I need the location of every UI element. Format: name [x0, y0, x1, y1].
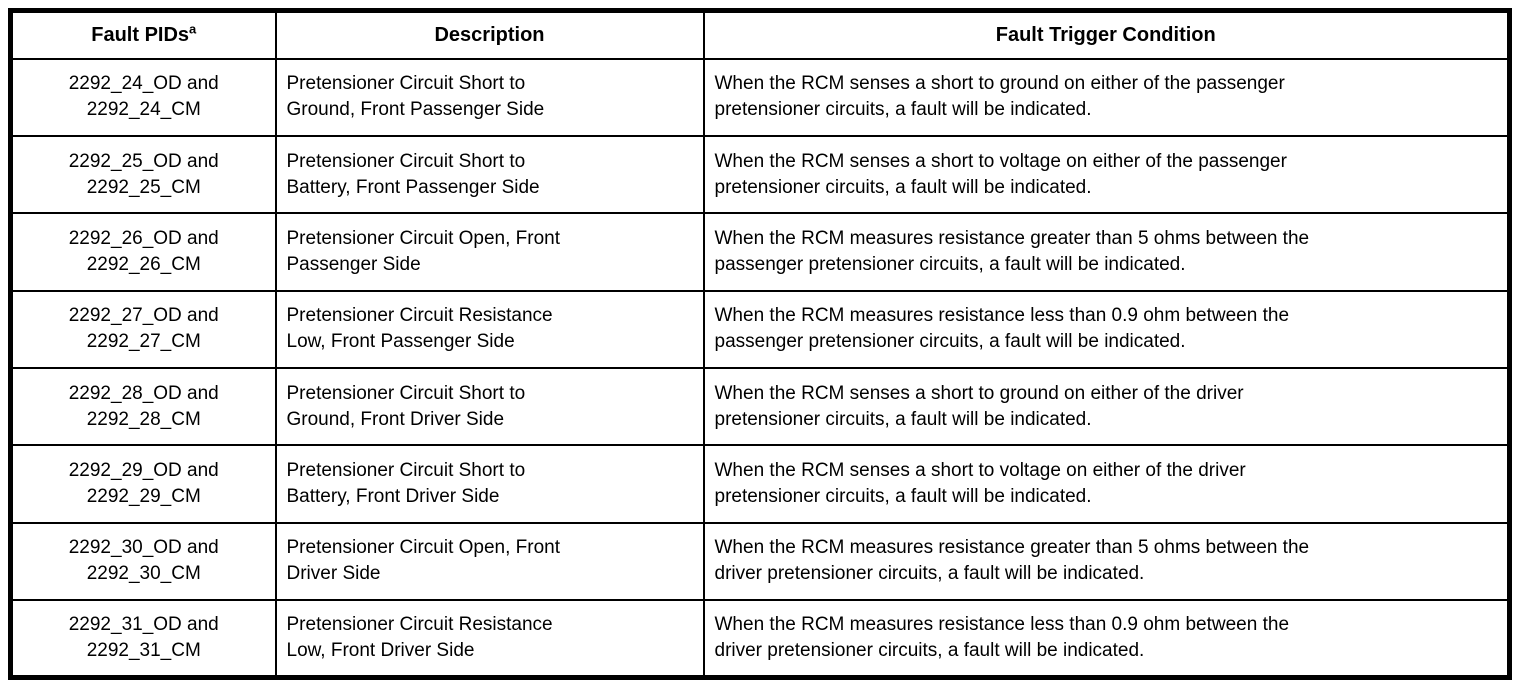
condition-cell: When the RCM measures resistance less th… [702, 289, 1511, 370]
fault-pid-table: Fault PIDsa Description Fault Trigger Co… [8, 8, 1512, 680]
condition-cell: When the RCM measures resistance greater… [702, 212, 1511, 292]
condition-text: When the RCM senses a short to ground on… [714, 73, 1285, 121]
condition-text: When the RCM measures resistance greater… [714, 227, 1310, 275]
description-text: Pretensioner Circuit Short to Ground, Fr… [286, 73, 545, 121]
pid-cell: 2292_25_OD and 2292_25_CM [9, 134, 277, 215]
pid-text: 2292_30_OD and 2292_30_CM [68, 537, 219, 585]
description-text: Pretensioner Circuit Resistance Low, Fro… [286, 305, 553, 353]
header-condition: Fault Trigger Condition [702, 9, 1511, 60]
condition-cell: When the RCM senses a short to ground on… [702, 366, 1511, 447]
pid-text: 2292_29_OD and 2292_29_CM [68, 460, 219, 508]
pid-cell: 2292_24_OD and 2292_24_CM [9, 57, 277, 137]
pid-cell: 2292_30_OD and 2292_30_CM [9, 521, 277, 602]
fault-pid-table-container: Fault PIDsa Description Fault Trigger Co… [8, 8, 1512, 680]
table-row: 2292_25_OD and 2292_25_CM Pretensioner C… [9, 134, 1511, 215]
pid-cell: 2292_26_OD and 2292_26_CM [9, 212, 277, 292]
description-text: Pretensioner Circuit Short to Battery, F… [286, 150, 540, 198]
description-text: Pretensioner Circuit Short to Battery, F… [286, 460, 526, 508]
pid-text: 2292_28_OD and 2292_28_CM [68, 382, 219, 430]
description-cell: Pretensioner Circuit Short to Ground, Fr… [274, 57, 705, 137]
pid-cell: 2292_29_OD and 2292_29_CM [9, 444, 277, 524]
pid-cell: 2292_28_OD and 2292_28_CM [9, 366, 277, 447]
condition-cell: When the RCM measures resistance greater… [702, 521, 1511, 602]
description-text: Pretensioner Circuit Resistance Low, Fro… [286, 614, 553, 662]
description-cell: Pretensioner Circuit Open, Front Passeng… [274, 212, 705, 292]
condition-text: When the RCM senses a short to ground on… [714, 382, 1244, 430]
description-cell: Pretensioner Circuit Short to Ground, Fr… [274, 366, 705, 447]
table-row: 2292_27_OD and 2292_27_CM Pretensioner C… [9, 289, 1511, 370]
description-cell: Pretensioner Circuit Open, Front Driver … [274, 521, 705, 602]
condition-text: When the RCM measures resistance less th… [714, 614, 1290, 662]
description-text: Pretensioner Circuit Short to Ground, Fr… [286, 382, 526, 430]
description-text: Pretensioner Circuit Open, Front Passeng… [286, 227, 561, 275]
description-cell: Pretensioner Circuit Short to Battery, F… [274, 444, 705, 524]
condition-text: When the RCM measures resistance less th… [714, 305, 1290, 353]
condition-cell: When the RCM measures resistance less th… [702, 599, 1511, 679]
pid-text: 2292_31_OD and 2292_31_CM [68, 614, 219, 662]
condition-text: When the RCM senses a short to voltage o… [714, 150, 1287, 198]
condition-cell: When the RCM senses a short to voltage o… [702, 444, 1511, 524]
header-description: Description [274, 9, 705, 60]
table-row: 2292_29_OD and 2292_29_CM Pretensioner C… [9, 444, 1511, 524]
pid-cell: 2292_31_OD and 2292_31_CM [9, 599, 277, 679]
table-row: 2292_26_OD and 2292_26_CM Pretensioner C… [9, 212, 1511, 292]
header-fault-pids-label: Fault PIDs [91, 23, 190, 46]
description-cell: Pretensioner Circuit Resistance Low, Fro… [274, 599, 705, 679]
table-row: 2292_28_OD and 2292_28_CM Pretensioner C… [9, 366, 1511, 447]
header-condition-label: Fault Trigger Condition [995, 23, 1216, 46]
description-cell: Pretensioner Circuit Resistance Low, Fro… [274, 289, 705, 370]
description-text: Pretensioner Circuit Open, Front Driver … [286, 537, 561, 585]
pid-text: 2292_26_OD and 2292_26_CM [68, 227, 219, 275]
header-fault-pids: Fault PIDsa [9, 9, 277, 60]
condition-text: When the RCM measures resistance greater… [714, 537, 1310, 585]
description-cell: Pretensioner Circuit Short to Battery, F… [274, 134, 705, 215]
footnote-marker: a [189, 21, 197, 37]
header-row: Fault PIDsa Description Fault Trigger Co… [9, 9, 1511, 60]
condition-text: When the RCM senses a short to voltage o… [714, 460, 1246, 508]
pid-text: 2292_24_OD and 2292_24_CM [68, 73, 219, 121]
table-row: 2292_30_OD and 2292_30_CM Pretensioner C… [9, 521, 1511, 602]
pid-text: 2292_25_OD and 2292_25_CM [68, 150, 219, 198]
condition-cell: When the RCM senses a short to voltage o… [702, 134, 1511, 215]
table-row: 2292_31_OD and 2292_31_CM Pretensioner C… [9, 599, 1511, 679]
table-row: 2292_24_OD and 2292_24_CM Pretensioner C… [9, 57, 1511, 137]
condition-cell: When the RCM senses a short to ground on… [702, 57, 1511, 137]
header-description-label: Description [434, 23, 545, 46]
pid-text: 2292_27_OD and 2292_27_CM [68, 305, 219, 353]
pid-cell: 2292_27_OD and 2292_27_CM [9, 289, 277, 370]
